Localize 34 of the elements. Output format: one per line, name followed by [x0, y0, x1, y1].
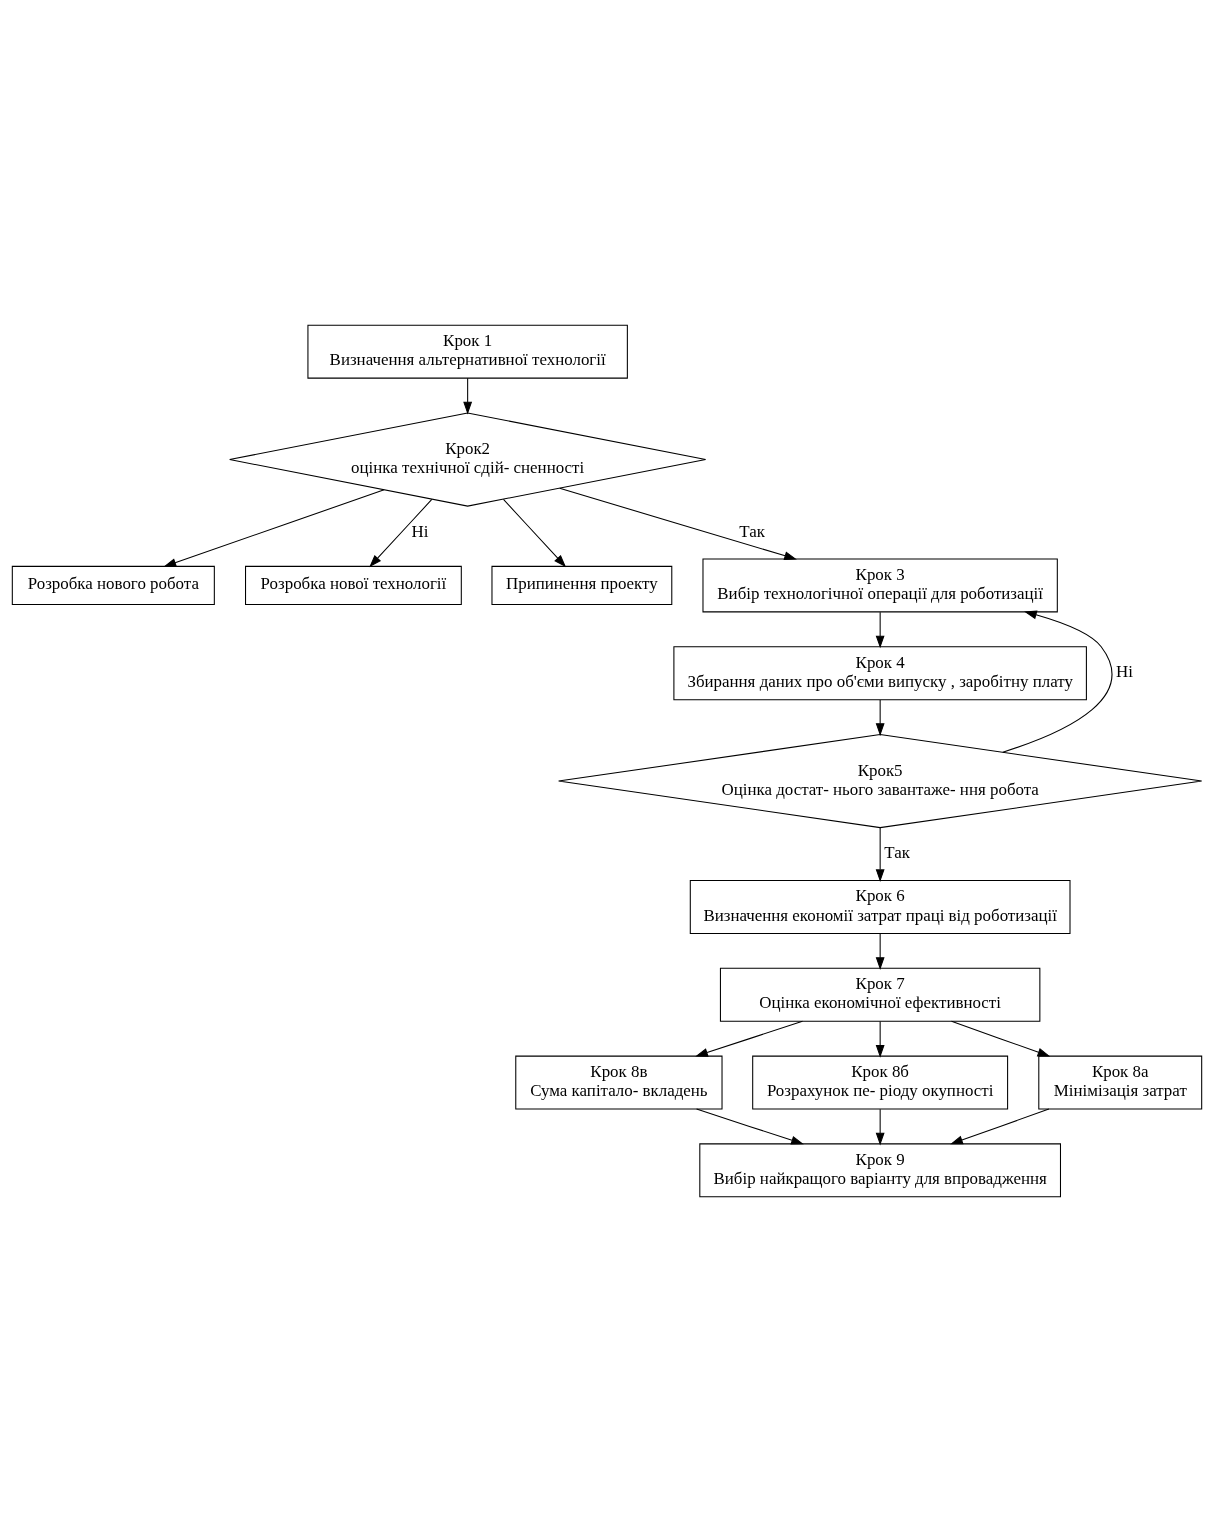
arrow — [875, 699, 885, 737]
arrow — [559, 487, 797, 560]
node-box: Розробка нового робота — [11, 565, 215, 605]
edge-label: Так — [739, 521, 765, 541]
arrow — [369, 498, 433, 568]
node-box: Крок 6 Визначення економії затрат праці від роботизації — [689, 880, 1071, 934]
arrow — [950, 1108, 1050, 1145]
arrow — [695, 1020, 803, 1057]
node-box: Крок 7 Оцінка економічної ефективності — [719, 967, 1041, 1022]
node-box: Крок 9 Вибір найкращого варіанту для впровадження — [699, 1143, 1061, 1198]
node-box: Крок 8а Мінімізація затрат — [1038, 1055, 1203, 1110]
node-diamond: Крок2 оцінка технічної сдій- сненності — [229, 412, 707, 507]
arrow — [951, 1020, 1051, 1057]
arrow — [875, 933, 885, 970]
node-box: Припинення проекту — [491, 565, 673, 605]
edge-label: Ні — [1116, 662, 1133, 682]
node-box: Крок 1 Визначення альтернативної технології — [307, 324, 628, 379]
node-box: Крок 8б Розрахунок пе- ріоду окупності — [752, 1055, 1009, 1110]
arrow — [163, 489, 385, 567]
node-box: Крок 4 Збирання даних про об'єми випуску , заробітну плату — [673, 646, 1087, 701]
node-diamond: Крок5 Оцінка достат- нього завантаже- ння робота — [558, 734, 1203, 829]
arrow — [875, 1108, 885, 1146]
edge-label: Так — [884, 843, 910, 863]
arrow — [696, 1108, 804, 1145]
node-box: Крок 3 Вибір технологічної операції для роботизації — [702, 558, 1058, 613]
arrow — [875, 611, 885, 649]
arrow — [875, 1021, 885, 1058]
node-box: Розробка нової технології — [245, 565, 462, 605]
node-box: Крок 8в Сума капітало- вкладень — [515, 1055, 723, 1110]
arrow — [463, 377, 473, 415]
edge-label: Ні — [411, 521, 429, 541]
arrow — [875, 827, 885, 883]
arrow — [1002, 610, 1113, 753]
arrow — [502, 498, 567, 568]
